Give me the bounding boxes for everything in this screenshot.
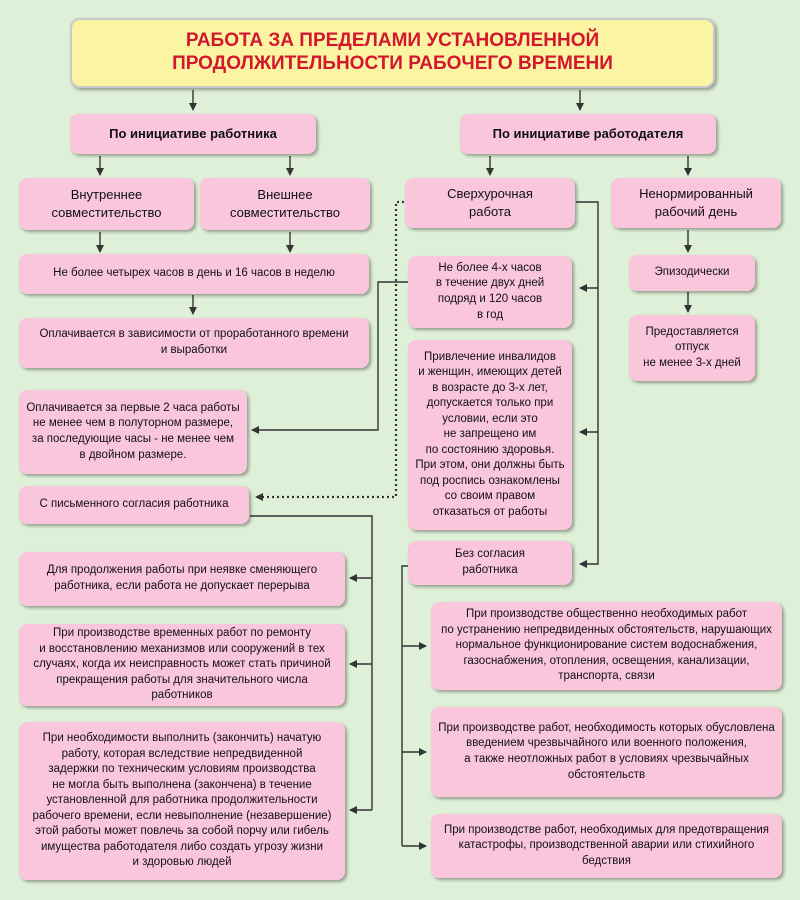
written-consent-box: С письменного согласия работника: [19, 486, 249, 524]
internal-part-time-box: Внутреннее совместительство: [19, 178, 194, 230]
employee-initiative-header: По инициативе работника: [70, 114, 316, 154]
overtime-limit-box: Не более 4-х часов в течение двух дней п…: [408, 256, 572, 328]
overtime-box: Сверхурочная работа: [405, 178, 575, 228]
consent-case-unfinished: При необходимости выполнить (закончить) …: [19, 722, 345, 880]
no-consent-case-disaster: При производстве работ, необходимых для …: [431, 814, 782, 878]
no-consent-case-emergency: При производстве работ, необходимость ко…: [431, 707, 782, 797]
consent-case-repair: При производстве временных работ по ремо…: [19, 624, 345, 706]
external-part-time-box: Внешнее совместительство: [200, 178, 370, 230]
part-time-limit-box: Не более четырех часов в день и 16 часов…: [19, 254, 369, 294]
no-consent-case-public-works: При производстве общественно необходимых…: [431, 602, 782, 690]
part-time-pay-box: Оплачивается в зависимости от проработан…: [19, 318, 369, 368]
consent-case-shift: Для продолжения работы при неявке сменяю…: [19, 552, 345, 606]
episodic-box: Эпизодически: [629, 255, 755, 291]
without-consent-box: Без согласия работника: [408, 541, 572, 585]
employer-initiative-header: По инициативе работодателя: [460, 114, 716, 154]
diagram-title: РАБОТА ЗА ПРЕДЕЛАМИ УСТАНОВЛЕННОЙ ПРОДОЛ…: [70, 18, 715, 88]
overtime-pay-box: Оплачивается за первые 2 часа работы не …: [19, 390, 247, 474]
leave-box: Предоставляется отпуск не менее 3-х дней: [629, 315, 755, 381]
irregular-day-box: Ненормированный рабочий день: [611, 178, 781, 228]
overtime-restriction-box: Привлечение инвалидов и женщин, имеющих …: [408, 340, 572, 530]
